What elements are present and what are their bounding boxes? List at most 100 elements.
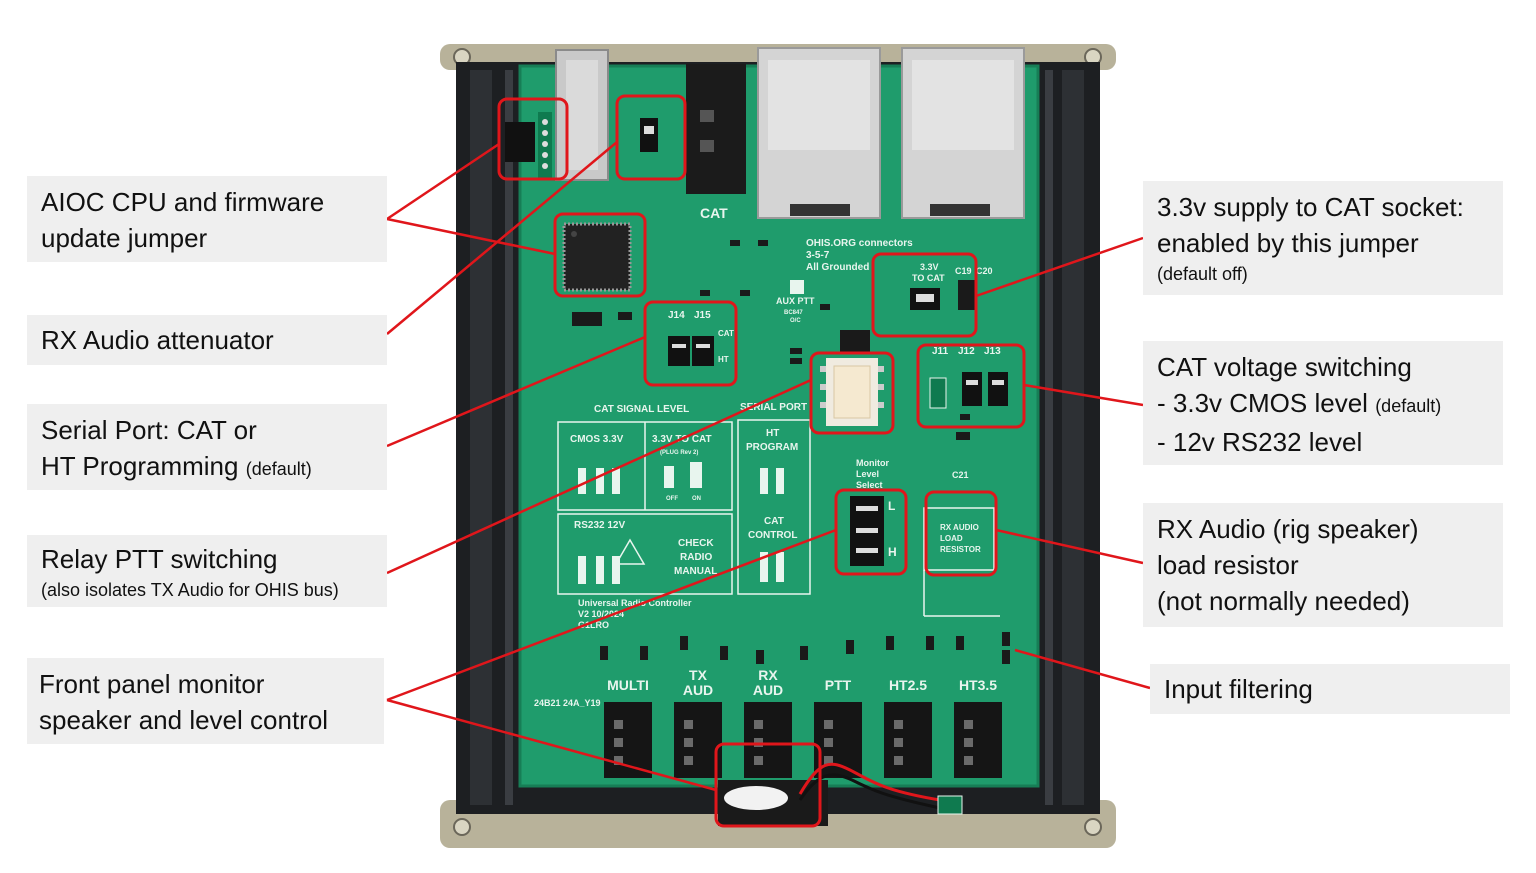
j12-label: J12 — [958, 346, 975, 357]
ht-small-label: HT — [718, 355, 729, 364]
audio-jack — [954, 702, 1002, 778]
callout-rx-load-line1: RX Audio (rig speaker) — [1157, 514, 1419, 544]
plug-label: (PLUG Rev 2) — [660, 450, 698, 456]
callout-relay-line1: Relay PTT switching — [41, 544, 278, 574]
serial-port-label: SERIAL PORT — [740, 402, 807, 413]
cat-small-label: CAT — [718, 329, 734, 338]
callout-cat-voltage: CAT voltage switching - 3.3v CMOS level … — [1143, 341, 1503, 465]
rx-attenuator-jumper — [640, 118, 658, 152]
ohis-label: OHIS.ORG connectors — [806, 238, 913, 249]
monitor-level-jumper — [850, 496, 884, 566]
oc-label: O/C — [790, 318, 801, 324]
jack-pin — [754, 720, 763, 729]
ht-program-label-1: HT — [766, 428, 779, 439]
jack-pin — [964, 738, 973, 747]
check-label-2: RADIO — [680, 552, 712, 563]
callout-aioc-line2: update jumper — [41, 223, 208, 253]
jack-pin — [824, 756, 833, 765]
callout-cat-voltage-line1: CAT voltage switching — [1157, 352, 1412, 382]
jack-label: HT3.5 — [959, 677, 997, 693]
j15-label: J15 — [694, 310, 711, 321]
jack-pin — [824, 738, 833, 747]
j11-label: J11 — [932, 346, 949, 357]
callout-supply: 3.3v supply to CAT socket: enabled by th… — [1143, 181, 1503, 295]
callout-cat-voltage-line2: - 3.3v CMOS level — [1157, 388, 1368, 418]
callout-relay: Relay PTT switching (also isolates TX Au… — [27, 535, 387, 607]
callout-supply-line1: 3.3v supply to CAT socket: — [1157, 192, 1464, 222]
audio-jack — [744, 702, 792, 778]
supply-jumper — [910, 288, 940, 310]
urc-label-1: Universal Radio Controller — [578, 598, 692, 608]
jack-label: HT2.5 — [889, 677, 927, 693]
c20-label: C20 — [976, 266, 993, 276]
callout-input-filtering: Input filtering — [1150, 664, 1510, 714]
jack-label: TX — [689, 667, 708, 683]
on-label: ON — [692, 496, 701, 502]
jack-pin — [614, 738, 623, 747]
jack-pin — [964, 720, 973, 729]
callout-rx-attenuator-line1: RX Audio attenuator — [41, 325, 274, 355]
callout-rx-load: RX Audio (rig speaker) load resistor (no… — [1143, 503, 1503, 627]
jack-pin — [824, 720, 833, 729]
callout-aioc-line1: AIOC CPU and firmware — [41, 187, 325, 217]
callout-cat-voltage-note: (default) — [1375, 396, 1442, 416]
j14-label: J14 — [668, 310, 685, 321]
callout-rx-attenuator: RX Audio attenuator — [27, 315, 387, 365]
leader-aioc-header — [386, 142, 500, 221]
jack-pin — [684, 738, 693, 747]
smd-components — [572, 240, 976, 440]
screw-hole — [453, 818, 471, 836]
leader-supply — [975, 236, 1144, 298]
top-connectors — [555, 47, 1025, 219]
callout-front-panel: Front panel monitor speaker and level co… — [27, 658, 384, 744]
to-cat-label-1: 3.3V — [920, 262, 939, 272]
aux-ptt-label: AUX PTT — [776, 296, 815, 306]
callout-front-panel-line1: Front panel monitor — [39, 669, 265, 699]
monitor-label-1: Monitor — [856, 458, 889, 468]
jack-pin — [754, 756, 763, 765]
callout-supply-line2: enabled by this jumper — [1157, 228, 1419, 258]
cat-signal-level-label: CAT SIGNAL LEVEL — [594, 404, 689, 415]
jack-label: RX — [758, 667, 778, 683]
callout-relay-line2: (also isolates TX Audio for OHIS bus) — [41, 580, 339, 600]
jack-pin — [614, 756, 623, 765]
leader-input-filter — [1014, 648, 1151, 690]
rx-load-label-1: RX AUDIO — [940, 523, 979, 532]
urc-label-3: G1LRO — [578, 620, 609, 630]
cmos-label: CMOS 3.3V — [570, 434, 624, 445]
cat-jack-label: CAT — [700, 205, 728, 221]
highlight-load-resistor — [924, 490, 998, 577]
callout-supply-note: (default off) — [1157, 264, 1248, 284]
bc847-label: BC847 — [784, 310, 803, 316]
leader-cat-voltage — [1023, 383, 1144, 407]
rs232-label: RS232 12V — [574, 520, 625, 531]
jack-pin — [894, 756, 903, 765]
ohis-label-3: All Grounded — [806, 262, 869, 273]
relay — [820, 358, 884, 426]
callout-serial-port: Serial Port: CAT or HT Programming (defa… — [27, 404, 387, 490]
leader-lines — [386, 141, 1151, 792]
leader-rx-load — [995, 528, 1144, 565]
highlight-speaker — [714, 742, 822, 828]
filter-components — [600, 632, 1010, 664]
jack-pin — [684, 756, 693, 765]
check-label-1: CHECK — [678, 538, 714, 549]
audio-jack — [884, 702, 932, 778]
rx-load-label-2: LOAD — [940, 534, 963, 543]
leader-aioc-cpu — [386, 217, 556, 256]
monitor-label-2: Level — [856, 469, 879, 479]
jack-pin — [894, 738, 903, 747]
silkscreen-pads — [578, 462, 784, 584]
j11-j13-jumpers — [929, 372, 1008, 409]
j14-j15-jumpers — [668, 336, 714, 366]
highlight-monitor-level — [834, 488, 908, 576]
ohis-label-2: 3-5-7 — [806, 250, 830, 261]
cat-control-label-1: CAT — [764, 516, 784, 527]
jack-pin — [964, 756, 973, 765]
jack-pin — [894, 720, 903, 729]
highlight-j14-j15 — [643, 300, 738, 387]
highlight-relay — [809, 351, 895, 435]
leader-front-monitor — [386, 528, 837, 702]
